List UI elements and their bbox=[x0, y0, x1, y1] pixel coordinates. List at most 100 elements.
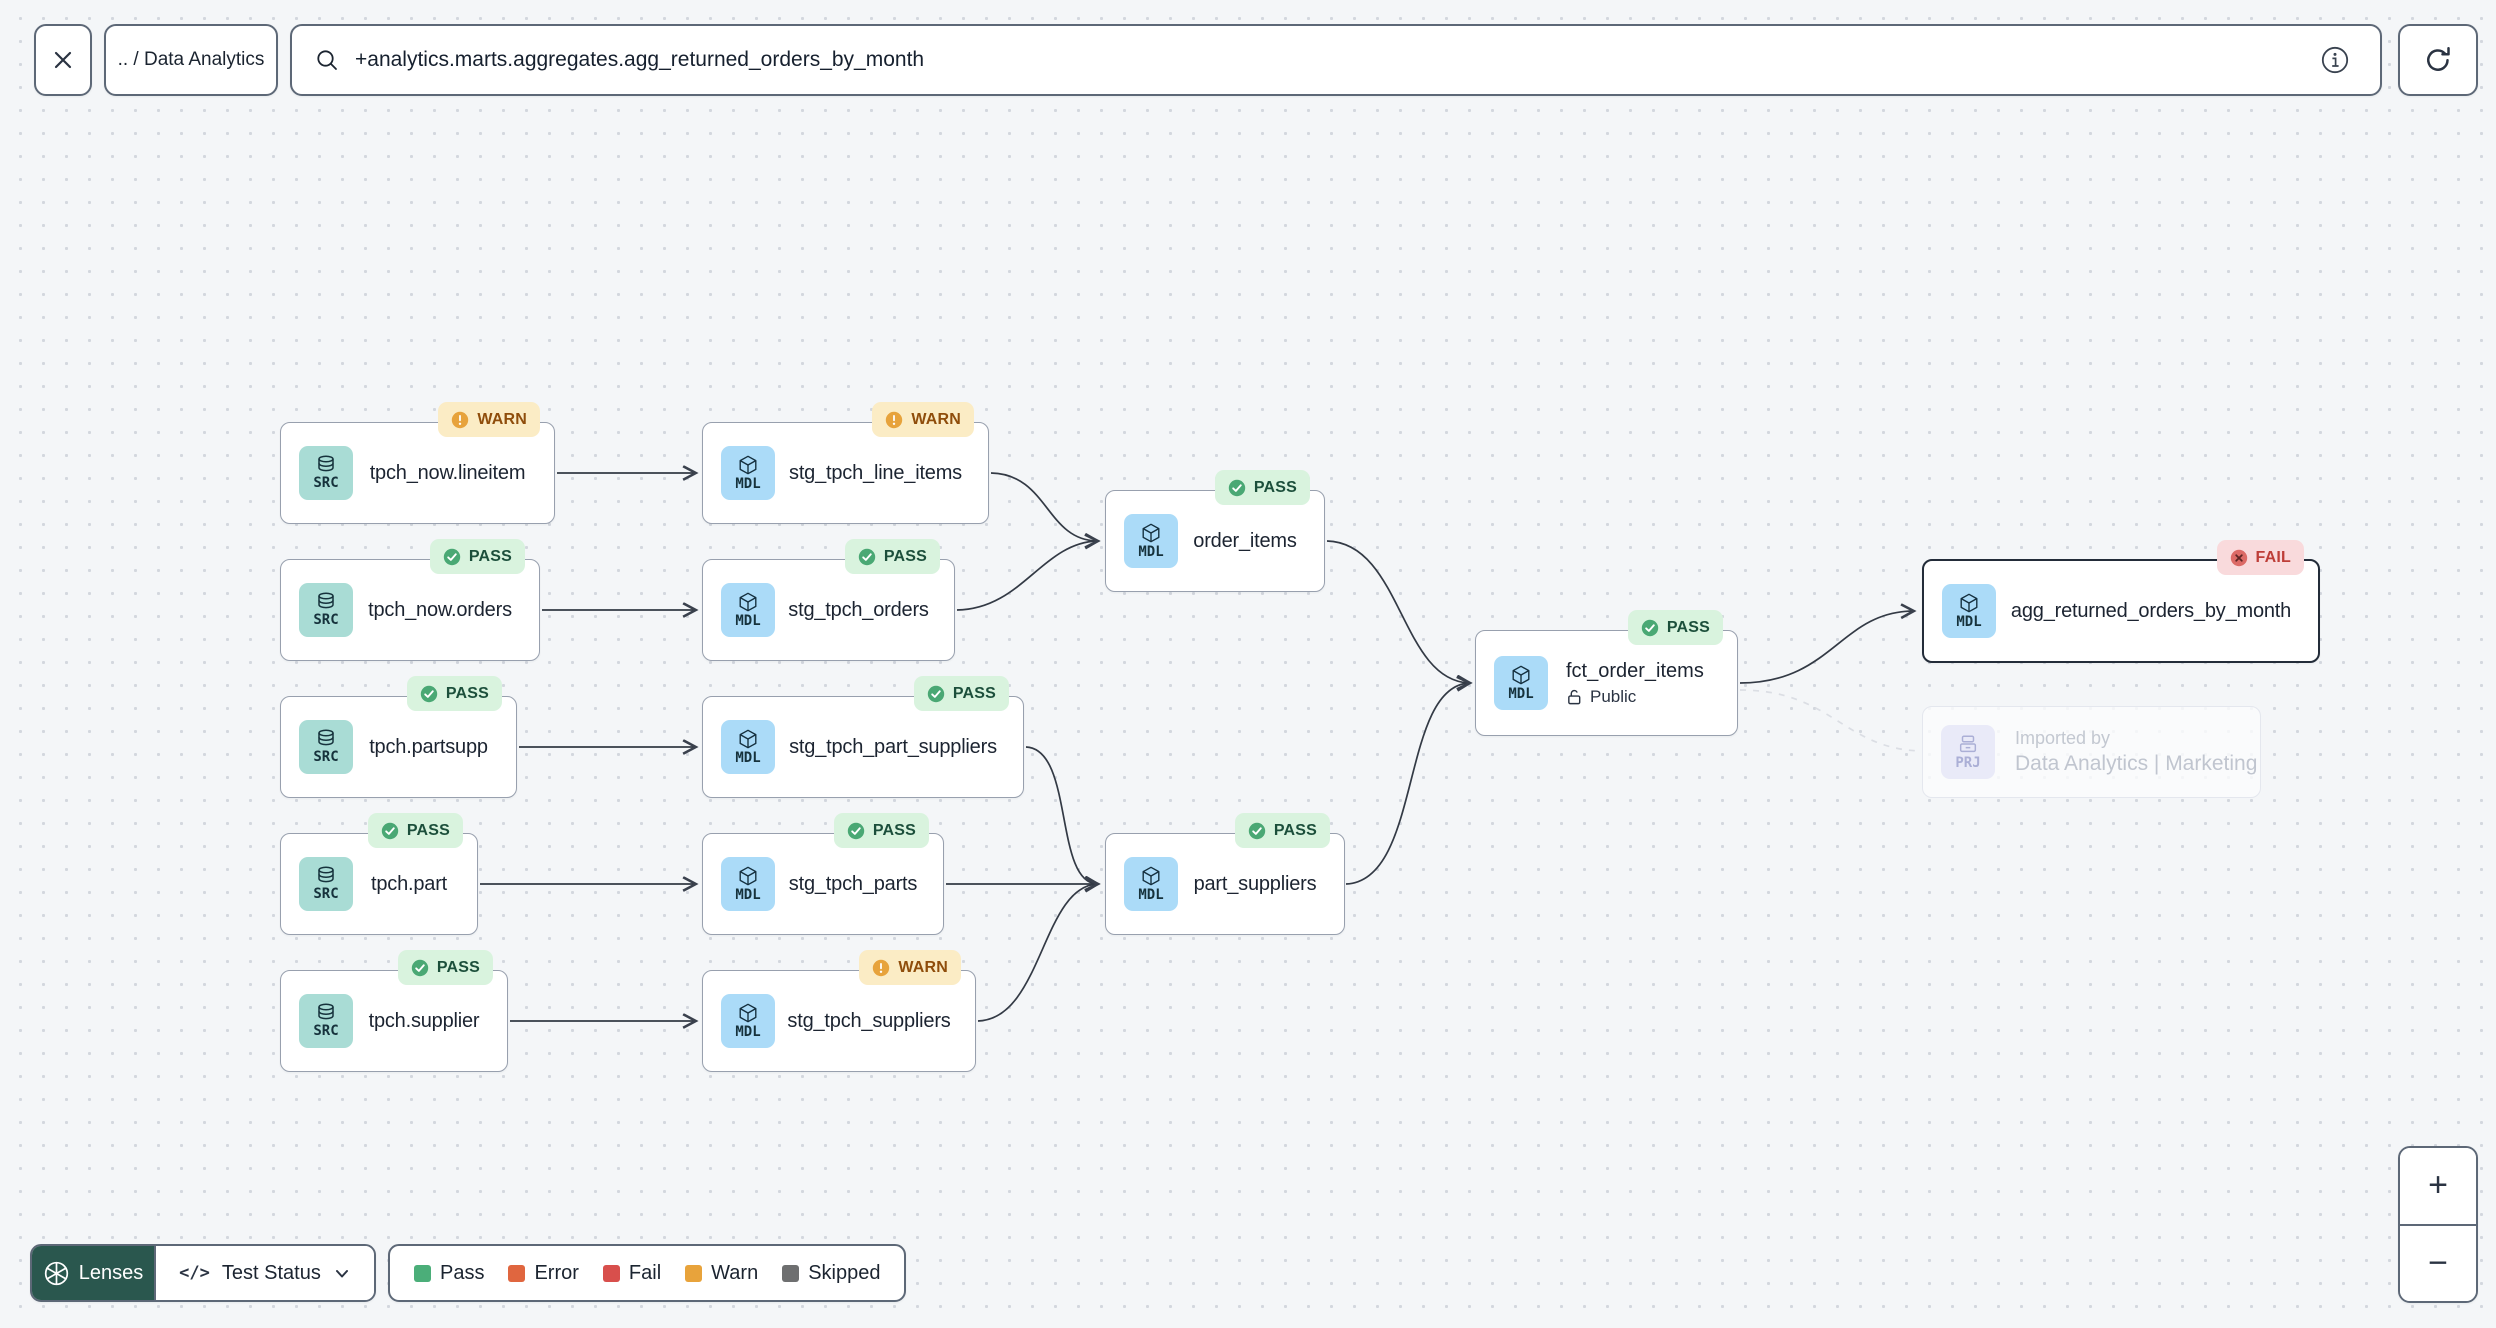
edge bbox=[1739, 611, 1913, 684]
legend-swatch-error bbox=[508, 1264, 526, 1282]
status-badge: PASS bbox=[429, 539, 525, 574]
legend-label: Skipped bbox=[808, 1261, 881, 1284]
pass-icon bbox=[443, 548, 461, 565]
node-visibility-label: Public bbox=[1590, 686, 1637, 706]
status-badge: PASS bbox=[1627, 610, 1723, 645]
model-icon: MDL bbox=[1942, 584, 1996, 638]
lens-selected-label: Test Status bbox=[221, 1261, 321, 1284]
node-stg-tpch-part-suppliers[interactable]: PASS MDL stg_tpch_part_suppliers bbox=[702, 676, 1024, 798]
node-tpch-now-orders[interactable]: PASS SRC tpch_now.orders bbox=[280, 539, 540, 661]
warn-icon bbox=[886, 411, 903, 428]
source-icon: SRC bbox=[299, 720, 353, 774]
pass-icon bbox=[858, 548, 876, 565]
status-badge: PASS bbox=[406, 676, 502, 711]
pass-icon bbox=[411, 959, 429, 976]
zoom-in-button[interactable]: + bbox=[2400, 1148, 2476, 1226]
node-label: stg_tpch_parts bbox=[788, 872, 918, 895]
node-tpch-supplier[interactable]: PASS SRC tpch.supplier bbox=[280, 950, 508, 1072]
pass-icon bbox=[1248, 822, 1266, 839]
node-stg-tpch-line-items[interactable]: WARN MDL stg_tpch_line_items bbox=[702, 402, 989, 524]
close-button[interactable] bbox=[34, 24, 92, 96]
status-badge: PASS bbox=[1214, 470, 1310, 505]
legend-label: Fail bbox=[628, 1261, 662, 1284]
project-icon: PRJ bbox=[1941, 725, 1995, 779]
model-icon: MDL bbox=[721, 994, 775, 1048]
minus-icon: − bbox=[2428, 1243, 2448, 1282]
node-stg-tpch-suppliers[interactable]: WARN MDL stg_tpch_suppliers bbox=[702, 950, 976, 1072]
code-icon: </> bbox=[179, 1263, 210, 1283]
status-label: PASS bbox=[952, 684, 996, 702]
legend-swatch-pass bbox=[414, 1264, 431, 1282]
edge bbox=[977, 884, 1097, 1022]
source-icon: SRC bbox=[299, 857, 353, 911]
node-stg-tpch-parts[interactable]: PASS MDL stg_tpch_parts bbox=[702, 813, 944, 935]
node-agg-returned-orders-by-month[interactable]: FAIL MDL agg_returned_orders_by_month bbox=[1922, 540, 2320, 663]
lenses-aperture-icon bbox=[44, 1261, 68, 1285]
node-label: tpch_now.lineitem bbox=[369, 461, 526, 484]
fail-icon bbox=[2230, 549, 2247, 566]
lineage-search[interactable] bbox=[290, 24, 2382, 96]
node-tpch-part[interactable]: PASS SRC tpch.part bbox=[280, 813, 478, 935]
node-label: order_items bbox=[1193, 529, 1297, 552]
legend-label: Pass bbox=[440, 1261, 485, 1284]
zoom-out-button[interactable]: − bbox=[2400, 1225, 2476, 1301]
node-type-label: MDL bbox=[1138, 544, 1164, 560]
status-label: PASS bbox=[1273, 821, 1317, 839]
status-label: WARN bbox=[898, 958, 948, 976]
node-part-suppliers[interactable]: PASS MDL part_suppliers bbox=[1105, 813, 1345, 935]
status-label: PASS bbox=[445, 684, 489, 702]
node-type-label: SRC bbox=[313, 612, 339, 628]
node-label: agg_returned_orders_by_month bbox=[2010, 599, 2292, 622]
test-status-legend: Pass Error Fail Warn Skipped bbox=[388, 1244, 907, 1302]
lenses-button[interactable]: Lenses bbox=[32, 1246, 154, 1300]
node-label: fct_order_items bbox=[1566, 659, 1704, 682]
node-type-label: PRJ bbox=[1955, 755, 1981, 771]
refresh-icon bbox=[2427, 47, 2450, 71]
edge bbox=[956, 541, 1097, 611]
source-icon: SRC bbox=[299, 994, 353, 1048]
status-label: PASS bbox=[883, 547, 927, 565]
node-label: tpch_now.orders bbox=[368, 598, 512, 621]
chevron-down-icon bbox=[335, 1269, 348, 1277]
pass-icon bbox=[381, 822, 399, 839]
model-icon: MDL bbox=[721, 720, 775, 774]
node-fct-order-items[interactable]: PASS MDL fct_order_items Public bbox=[1475, 610, 1738, 736]
lenses-control-group: Lenses </> Test Status bbox=[30, 1244, 376, 1302]
model-icon: MDL bbox=[1124, 857, 1178, 911]
refresh-button[interactable] bbox=[2398, 24, 2478, 96]
edge-dashed-cross-project bbox=[1739, 689, 1922, 752]
edge bbox=[990, 472, 1097, 541]
status-badge: PASS bbox=[844, 539, 940, 574]
node-stg-tpch-orders[interactable]: PASS MDL stg_tpch_orders bbox=[702, 539, 955, 661]
node-type-label: MDL bbox=[1508, 686, 1534, 702]
status-label: PASS bbox=[1253, 478, 1297, 496]
pass-icon bbox=[1641, 619, 1659, 636]
lenses-label: Lenses bbox=[78, 1261, 144, 1284]
model-icon: MDL bbox=[721, 446, 775, 500]
info-icon[interactable] bbox=[2320, 45, 2350, 75]
node-type-label: MDL bbox=[735, 476, 761, 492]
status-label: PASS bbox=[406, 821, 450, 839]
lens-selector-dropdown[interactable]: </> Test Status bbox=[154, 1246, 374, 1300]
node-imported-by-project[interactable]: PRJ Imported by Data Analytics | Marketi… bbox=[1922, 706, 2261, 798]
node-label: stg_tpch_line_items bbox=[789, 461, 962, 484]
close-icon bbox=[54, 51, 72, 69]
pass-icon bbox=[420, 685, 438, 702]
node-tpch-now-lineitem[interactable]: WARN SRC tpch_now.lineitem bbox=[280, 402, 555, 524]
node-order-items[interactable]: PASS MDL order_items bbox=[1105, 470, 1325, 592]
search-icon bbox=[317, 49, 337, 70]
model-icon: MDL bbox=[1124, 514, 1178, 568]
node-tpch-partsupp[interactable]: PASS SRC tpch.partsupp bbox=[280, 676, 517, 798]
legend-label: Error bbox=[534, 1261, 579, 1284]
status-label: PASS bbox=[468, 547, 512, 565]
node-label: stg_tpch_suppliers bbox=[787, 1009, 951, 1032]
search-input[interactable] bbox=[353, 47, 2320, 73]
status-badge: PASS bbox=[833, 813, 929, 848]
legend-item-skipped: Skipped bbox=[782, 1262, 880, 1285]
imported-by-label: Imported by bbox=[2015, 728, 2111, 748]
status-badge: FAIL bbox=[2216, 540, 2304, 575]
node-label: stg_tpch_part_suppliers bbox=[789, 735, 997, 758]
breadcrumb[interactable]: .. / Data Analytics bbox=[104, 24, 278, 96]
